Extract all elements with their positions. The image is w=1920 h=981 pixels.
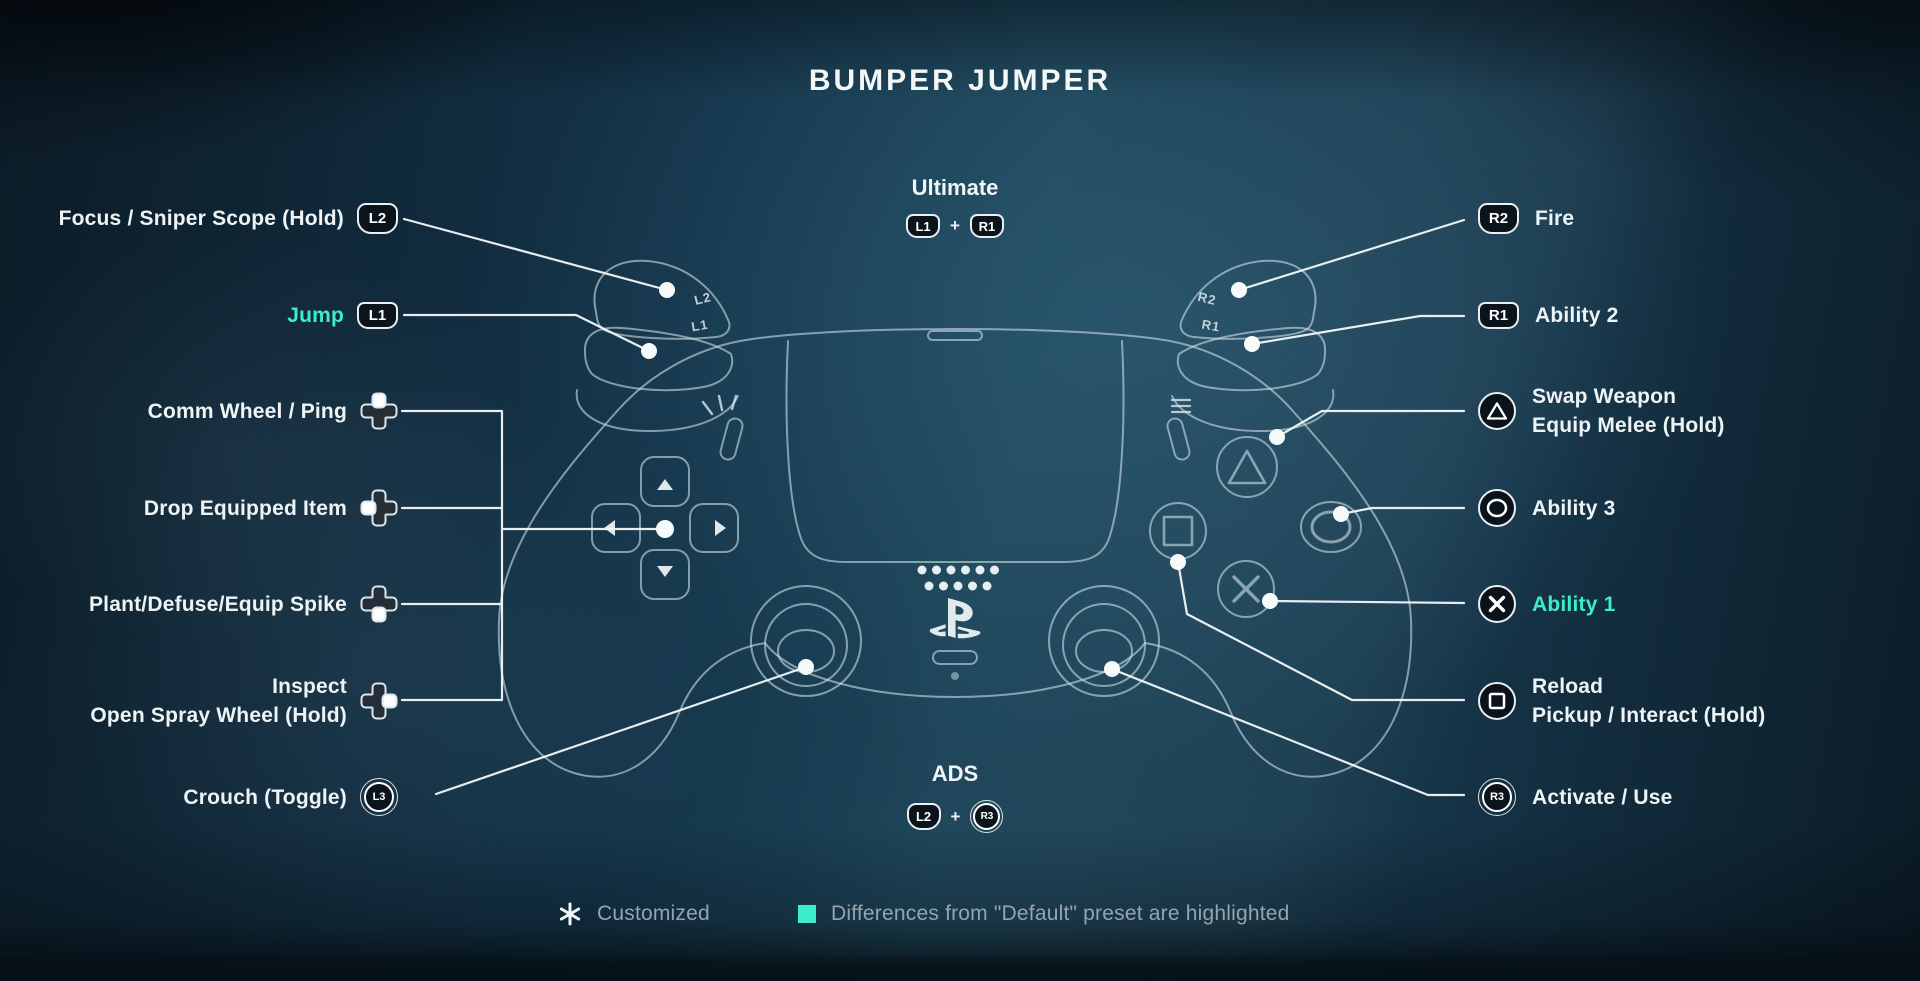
- r1-bumper-badge-icon: R1: [1478, 301, 1519, 329]
- binding-row-ability2: R1 Ability 2: [1478, 293, 1618, 337]
- binding-row-reload: Reload Pickup / Interact (Hold): [1478, 670, 1766, 732]
- binding-row-comm-wheel: Comm Wheel / Ping: [0, 389, 398, 433]
- page-title: BUMPER JUMPER: [808, 64, 1112, 97]
- dpad-left-icon: [360, 489, 398, 527]
- l1-bumper-badge-icon: L1: [357, 301, 398, 329]
- r2-label: R2: [1196, 289, 1218, 308]
- binding-row-inspect: Inspect Open Spray Wheel (Hold): [0, 670, 398, 732]
- l1-label: L1: [690, 317, 710, 335]
- plus-sign: +: [950, 216, 960, 235]
- r1-bumper-badge-icon: R1: [969, 214, 1004, 238]
- binding-label-line2: Equip Melee (Hold): [1532, 414, 1725, 437]
- controller-body: [497, 328, 1413, 778]
- legend-customized: Customized: [558, 899, 710, 929]
- create-button: [701, 394, 744, 461]
- binding-row-fire: R2 Fire: [1478, 196, 1574, 240]
- binding-label: Ability 2: [1535, 303, 1619, 327]
- circle-button: [1300, 501, 1362, 553]
- dpad-up-icon: [360, 392, 398, 430]
- legend-differences: Differences from "Default" preset are hi…: [798, 899, 1290, 929]
- binding-label: Comm Wheel / Ping: [147, 399, 347, 423]
- binding-row-spike: Plant/Defuse/Equip Spike: [0, 582, 398, 626]
- binding-label-line1: Reload: [1532, 675, 1604, 698]
- dpad-right-arrow: [715, 520, 726, 536]
- r3-stick-badge-icon: R3: [970, 800, 1004, 833]
- binding-row-jump: Jump L1: [0, 293, 398, 337]
- r3-stick-badge-icon: R3: [1478, 778, 1516, 816]
- bottom-shade: [0, 955, 1920, 981]
- binding-row-drop-item: Drop Equipped Item: [0, 486, 398, 530]
- square-button-icon: [1478, 682, 1516, 720]
- menu-button: [1166, 398, 1192, 461]
- cross-button-icon: [1478, 585, 1516, 623]
- bumper-labels: L2 L1 R2 R1: [690, 289, 1221, 335]
- l1-bumper-badge-icon: L1: [906, 214, 941, 238]
- binding-label-line2: Open Spray Wheel (Hold): [90, 704, 347, 727]
- binding-row-activate: R3 Activate / Use: [1478, 775, 1673, 819]
- callout-lines: [400, 217, 1466, 797]
- binding-row-swap-weapon: Swap Weapon Equip Melee (Hold): [1478, 380, 1725, 442]
- speaker-dots: [917, 565, 999, 591]
- r2-trigger-badge-icon: R2: [1478, 202, 1519, 234]
- binding-label-line2: Pickup / Interact (Hold): [1532, 704, 1766, 727]
- dpad-right-icon: [360, 682, 398, 720]
- mic-dot: [951, 672, 959, 680]
- cross-button: [1217, 560, 1275, 618]
- binding-row-ability1: Ability 1: [1478, 582, 1615, 626]
- plus-sign: +: [950, 806, 961, 826]
- binding-label-line1: Swap Weapon: [1532, 385, 1677, 408]
- binding-row-ability3: Ability 3: [1478, 486, 1615, 530]
- callout-dots: [641, 282, 1349, 677]
- triangle-button: [1216, 436, 1278, 498]
- playstation-logo: [929, 598, 981, 639]
- triangle-button-icon: [1478, 392, 1516, 430]
- binding-label: Fire: [1535, 206, 1575, 230]
- dpad-down-icon: [360, 585, 398, 623]
- binding-label: Ability 3: [1532, 496, 1616, 520]
- ultimate-binding: Ultimate: [805, 175, 1105, 201]
- face-buttons: [1149, 436, 1362, 618]
- l2-label: L2: [693, 289, 713, 308]
- binding-label: Activate / Use: [1532, 785, 1673, 809]
- binding-label: Plant/Defuse/Equip Spike: [88, 592, 347, 616]
- customized-asterisk-icon: [559, 902, 581, 926]
- binding-row-focus: Focus / Sniper Scope (Hold) L2: [0, 196, 398, 240]
- ads-combo: L2 + R3: [805, 800, 1105, 833]
- binding-label: ADS: [931, 761, 979, 786]
- highlight-swatch-icon: [798, 905, 816, 923]
- menu-icon: [1170, 398, 1192, 414]
- l2-trigger-badge-icon: L2: [357, 202, 398, 234]
- legend-customized-text: Customized: [597, 902, 710, 925]
- r1-label: R1: [1201, 317, 1222, 335]
- binding-label-highlighted: Ability 1: [1532, 592, 1616, 616]
- binding-label: Crouch (Toggle): [183, 785, 347, 809]
- legend-differences-text: Differences from "Default" preset are hi…: [831, 902, 1290, 925]
- binding-label: Focus / Sniper Scope (Hold): [58, 206, 344, 230]
- binding-label-highlighted: Jump: [287, 303, 344, 327]
- dpad: [591, 456, 739, 600]
- square-button: [1149, 502, 1207, 560]
- right-stick: [1048, 585, 1160, 697]
- l3-stick-badge-icon: L3: [360, 778, 398, 816]
- mute-button: [932, 650, 978, 665]
- light-bar: [927, 330, 983, 341]
- circle-button-icon: [1478, 489, 1516, 527]
- dpad-up-arrow: [657, 479, 673, 490]
- binding-label: Drop Equipped Item: [143, 496, 347, 520]
- l2-trigger-badge-icon: L2: [906, 803, 941, 830]
- ads-binding: ADS: [805, 761, 1105, 787]
- binding-row-crouch: Crouch (Toggle) L3: [0, 775, 398, 819]
- touchpad: [785, 340, 1125, 563]
- binding-label-line1: Inspect: [272, 675, 347, 698]
- dpad-down-arrow: [657, 566, 673, 577]
- ultimate-combo: L1 + R1: [805, 214, 1105, 238]
- binding-label: Ultimate: [911, 175, 999, 200]
